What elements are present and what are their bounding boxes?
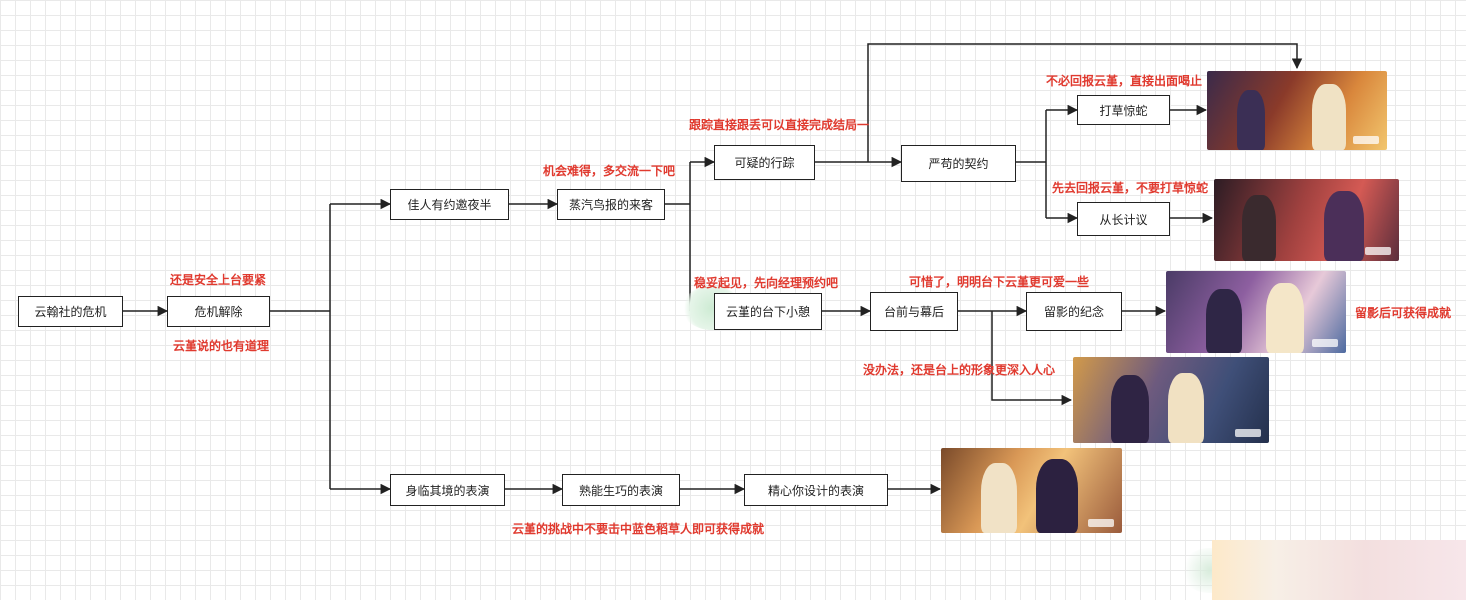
note-pity: 可惜了，明明台下云堇更可爱一些 bbox=[909, 275, 1090, 289]
node-resolved: 危机解除 bbox=[167, 296, 270, 327]
watermark-banner bbox=[1212, 540, 1466, 600]
node-perform2: 熟能生巧的表演 bbox=[562, 474, 680, 506]
node-visitor: 蒸汽鸟报的来客 bbox=[557, 189, 665, 220]
node-perform3: 精心你设计的表演 bbox=[744, 474, 888, 506]
node-crisis: 云翰社的危机 bbox=[18, 296, 123, 327]
node-backstage: 云堇的台下小憩 bbox=[714, 293, 822, 330]
note-safe: 稳妥起见，先向经理预约吧 bbox=[694, 276, 839, 290]
note-reasonable: 云堇说的也有道理 bbox=[173, 339, 270, 353]
note-chance: 机会难得，多交流一下吧 bbox=[543, 164, 676, 178]
note-challenge: 云堇的挑战中不要击中蓝色稻草人即可获得成就 bbox=[512, 522, 765, 536]
note-photo-achievement: 留影后可获得成就 bbox=[1355, 306, 1452, 320]
note-no-report: 不必回报云堇，直接出面喝止 bbox=[1046, 74, 1203, 88]
ending-screenshot-5 bbox=[941, 448, 1122, 533]
edge-stage-down bbox=[991, 311, 1073, 406]
ending-screenshot-2 bbox=[1214, 179, 1399, 261]
note-report-first: 先去回报云堇，不要打草惊蛇 bbox=[1052, 181, 1209, 195]
node-contract: 严苟的契约 bbox=[901, 145, 1016, 182]
note-track: 跟踪直接跟丢可以直接完成结局一 bbox=[689, 118, 870, 132]
note-safety: 还是安全上台要紧 bbox=[170, 273, 267, 287]
node-memento: 留影的纪念 bbox=[1026, 292, 1122, 331]
note-no-choice: 没办法，还是台上的形象更深入人心 bbox=[863, 363, 1056, 377]
node-date: 佳人有约邀夜半 bbox=[390, 189, 509, 220]
ending-screenshot-4 bbox=[1073, 357, 1269, 443]
node-trace: 可疑的行踪 bbox=[714, 145, 815, 180]
node-plan: 从长计议 bbox=[1077, 202, 1170, 236]
node-perform1: 身临其境的表演 bbox=[390, 474, 505, 506]
node-alert: 打草惊蛇 bbox=[1077, 95, 1170, 125]
edge-trace-top bbox=[867, 43, 1303, 162]
ending-screenshot-3 bbox=[1166, 271, 1346, 353]
node-stage: 台前与幕后 bbox=[870, 292, 958, 331]
ending-screenshot-1 bbox=[1207, 71, 1387, 150]
